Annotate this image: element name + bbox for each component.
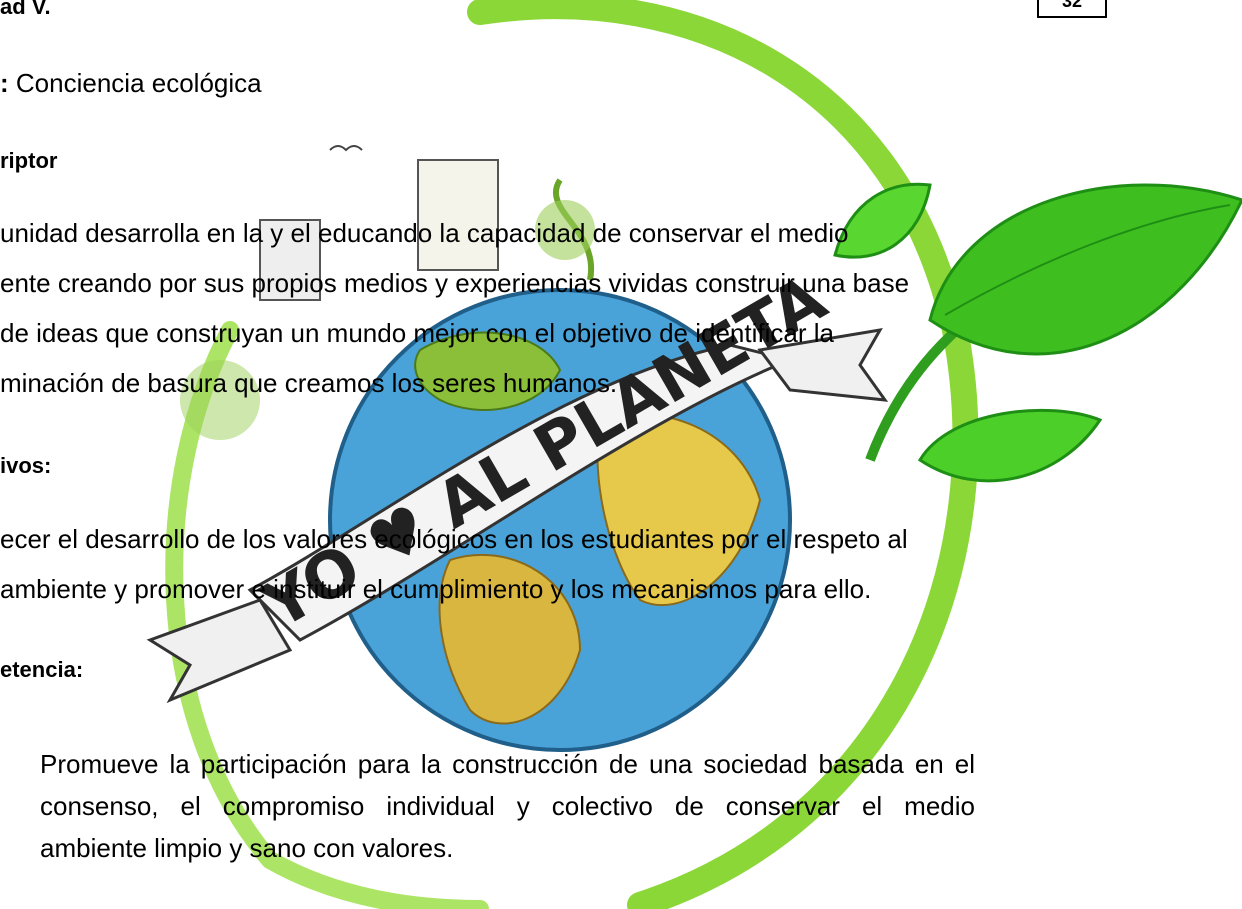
leaf-icon xyxy=(917,408,1103,483)
leaf-vein xyxy=(944,204,1231,316)
competence-line: Promueve la participación para la constr… xyxy=(40,749,975,779)
descriptor-line: minación de basura que creamos los seres… xyxy=(0,368,618,398)
objectives-line: ambiente y promover e instituir el cumpl… xyxy=(0,574,872,604)
city-building-2 xyxy=(259,219,321,301)
objectives-line: ecer el desarrollo de los valores ecológ… xyxy=(0,524,908,554)
theme-line: : Conciencia ecológica xyxy=(0,70,262,96)
city-building-1 xyxy=(417,159,499,271)
globe-land-2 xyxy=(596,412,762,606)
competence-line: ambiente limpio y sano con valores. xyxy=(40,833,454,863)
unit-title: ad V. xyxy=(0,0,51,19)
theme-label: : xyxy=(0,68,9,98)
banner-tail-left xyxy=(146,598,293,704)
descriptor-heading: riptor xyxy=(0,148,58,173)
globe-land-1 xyxy=(414,331,562,411)
green-ring-arc-left xyxy=(165,321,489,909)
competence-line: consenso, el compromiso individual y col… xyxy=(40,791,975,821)
competence-heading: etencia: xyxy=(0,657,84,682)
page-number-box: 32 xyxy=(1037,0,1107,18)
globe-land-3 xyxy=(438,553,582,725)
small-leaf-icon xyxy=(833,182,932,259)
competence-paragraph: Promueve la participación para la constr… xyxy=(40,743,975,869)
objectives-heading: ivos: xyxy=(0,453,52,478)
bush-icon-2 xyxy=(180,360,260,440)
bush-icon xyxy=(535,200,595,260)
descriptor-line: de ideas que construyan un mundo mejor c… xyxy=(0,318,834,348)
bird-icon xyxy=(329,145,363,152)
theme-value: Conciencia ecológica xyxy=(15,68,262,98)
descriptor-line: unidad desarrolla en la y el educando la… xyxy=(0,218,849,248)
descriptor-line: ente creando por sus propios medios y ex… xyxy=(0,268,910,298)
banner-tail-right xyxy=(757,328,889,402)
big-leaf-icon xyxy=(928,183,1242,356)
